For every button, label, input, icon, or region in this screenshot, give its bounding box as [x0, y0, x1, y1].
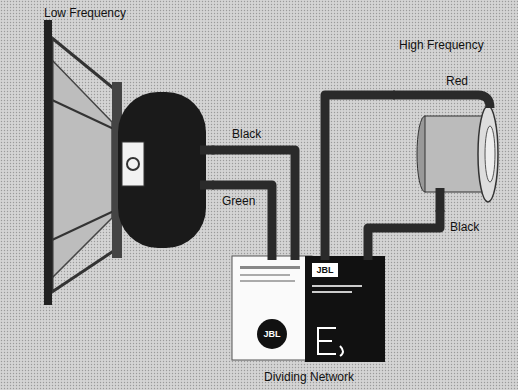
logo-text: JBL	[312, 264, 338, 276]
logo-patch	[312, 263, 338, 277]
board-print	[240, 266, 300, 269]
wire-color-label: Red	[446, 74, 468, 88]
wire-stub	[393, 95, 490, 108]
terminal-screw	[127, 158, 139, 170]
board-print	[312, 291, 352, 293]
board-symbol	[318, 328, 343, 356]
connecting-wire	[212, 150, 295, 252]
black-board	[305, 256, 385, 362]
wire-stub	[291, 252, 300, 260]
board-print	[312, 285, 362, 287]
wire-stub	[200, 181, 214, 190]
logo-text: JBL	[258, 328, 286, 340]
wire-stub	[364, 252, 373, 260]
wire-stub	[436, 188, 445, 212]
board-print	[240, 274, 290, 276]
wire-color-label: Black	[450, 220, 479, 234]
woofer-magnet	[118, 92, 206, 248]
part-heading: Dividing Network	[264, 370, 354, 384]
wire-stub	[321, 252, 330, 260]
woofer-rim	[44, 20, 52, 305]
board-print	[240, 280, 295, 282]
tweeter-dome	[485, 126, 495, 182]
woofer-terminal	[122, 142, 144, 186]
tweeter-body	[425, 116, 483, 192]
woofer-cone	[52, 60, 112, 278]
wire-color-label: Green	[222, 194, 255, 208]
logo-circle	[257, 319, 287, 349]
part-heading: High Frequency	[399, 38, 484, 52]
wire-stub	[200, 146, 214, 155]
connecting-wire	[368, 210, 440, 252]
dividing-network: Dividing Network	[228, 252, 390, 386]
basket-spoke	[52, 100, 116, 130]
tweeter-flange	[478, 106, 498, 202]
connecting-wire	[212, 185, 272, 252]
white-board	[232, 256, 312, 360]
wire-color-label: Black	[232, 127, 261, 141]
woofer-basket	[52, 38, 118, 292]
part-heading: Low Frequency	[44, 6, 126, 20]
tweeter-unit: High Frequency	[395, 36, 513, 210]
basket-spoke	[52, 210, 116, 240]
wire-stub	[268, 252, 277, 260]
woofer-unit: Low Frequency	[40, 4, 212, 304]
